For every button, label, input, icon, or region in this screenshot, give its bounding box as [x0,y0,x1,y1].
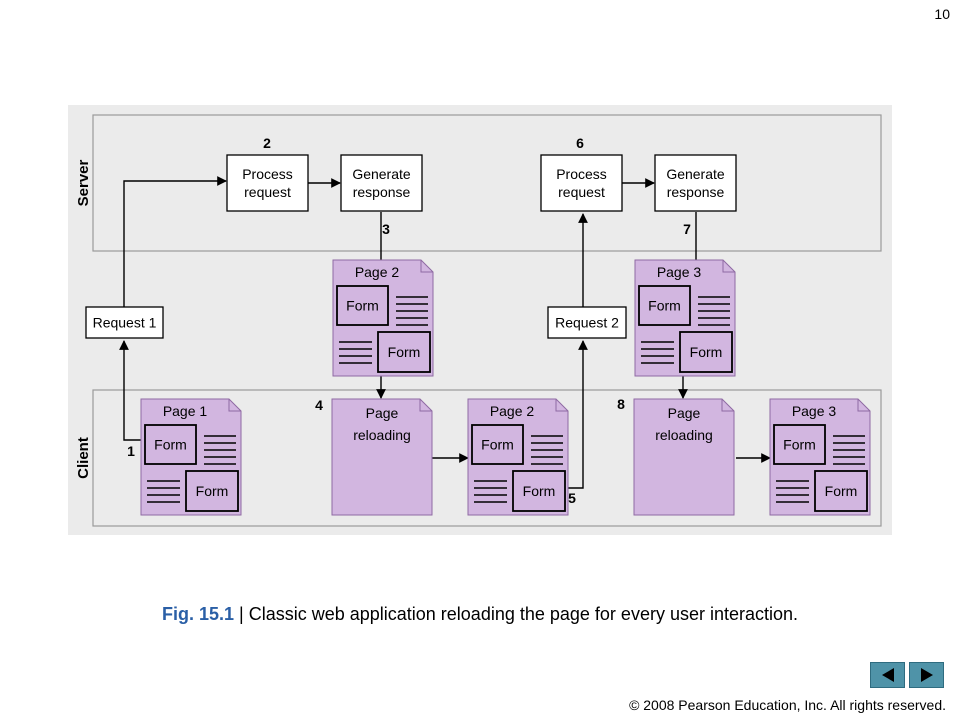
slide-navigation [870,662,944,688]
caption-separator: | [234,604,249,624]
generate-response-box-2-label-line-1: Generate [666,166,725,182]
generate-response-box-1-label-line-2: response [353,184,411,200]
client-lane [92,389,882,527]
client-page-1-form-2 [185,470,239,512]
line-page1-to-request1 [119,340,141,441]
client-page-2-form-1-label: Form [481,437,514,453]
page-reloading-1-label-line-1: Page [366,405,399,421]
previous-slide-button[interactable] [870,662,905,688]
server-page-2-form-1-label: Form [346,298,379,314]
server-page-2-form-2 [377,331,431,373]
request-1-box-label: Request 1 [93,315,157,331]
client-page-2-title: Page 2 [490,403,535,419]
figure-number: Fig. 15.1 [161,604,235,624]
client-page-3-form-2-label: Form [825,483,858,499]
generate-response-box-2-label-line-2: response [667,184,725,200]
server-page-3-form-2 [679,331,733,373]
caption-text: Classic web application reloading the pa… [248,604,799,624]
client-page-3-form-2 [814,470,868,512]
server-page-3-form-1 [638,285,691,326]
line-request1-to-process [123,176,227,307]
process-request-box-2-label-line-2: request [558,184,605,200]
slide-number: 10 [934,6,950,22]
step-number-8: 8 [617,396,625,412]
client-page-3-form-1-label: Form [783,437,816,453]
step-number-6: 6 [576,135,584,151]
page-reloading-2-label-line-1: Page [668,405,701,421]
step-number-3: 3 [382,221,390,237]
client-page-2-form-2 [512,470,566,512]
server-lane-label: Server [75,159,92,206]
client-page-3-title: Page 3 [792,403,837,419]
client-lane-label: Client [75,437,92,479]
copyright-footer: © 2008 Pearson Education, Inc. All right… [629,697,946,713]
page-reloading-1-label-line-2: reloading [353,427,411,443]
generate-response-box-2: Generate response [654,154,737,212]
client-page-3-form-1 [773,424,826,465]
process-request-box-1-label-line-2: request [244,184,291,200]
line-page2-to-request2 [568,340,588,489]
arrows [119,176,771,489]
client-page-2-form-2-label: Form [523,483,556,499]
client-page-1-title: Page 1 [163,403,208,419]
page-reloading-2: Page reloading [633,398,735,516]
step-number-4: 4 [315,397,323,413]
client-page-1-form-1-label: Form [154,437,187,453]
server-page-2-form-1 [336,285,389,326]
request-1-box: Request 1 [85,306,164,339]
process-request-box-2-label-line-1: Process [556,166,607,182]
figure-caption: Fig. 15.1 | Classic web application relo… [0,604,960,625]
server-lane [92,114,882,252]
triangle-left-icon [881,668,894,682]
generate-response-box-1-label-line-1: Generate [352,166,411,182]
generate-response-box-1: Generate response [340,154,423,212]
process-request-box-1-label-line-1: Process [242,166,293,182]
request-2-box-label: Request 2 [555,315,619,331]
server-page-3-form-2-label: Form [690,344,723,360]
client-page-1-form-2-label: Form [196,483,229,499]
triangle-right-icon [920,668,933,682]
server-page-3-title: Page 3 [657,264,702,280]
next-slide-button[interactable] [909,662,944,688]
server-page-2-form-2-label: Form [388,344,421,360]
client-page-1-form-1 [144,424,197,465]
process-request-box-2: Process request [540,154,623,212]
client-page-2-form-1 [471,424,524,465]
request-2-box: Request 2 [547,306,627,339]
step-number-7: 7 [683,221,691,237]
process-request-box-1: Process request [226,154,309,212]
page-reloading-2-label-line-2: reloading [655,427,713,443]
step-number-2: 2 [263,135,271,151]
step-number-1: 1 [127,443,135,459]
server-page-2-title: Page 2 [355,264,400,280]
page-reloading-1: Page reloading [331,398,433,516]
step-number-5: 5 [568,490,576,506]
server-page-3-form-1-label: Form [648,298,681,314]
